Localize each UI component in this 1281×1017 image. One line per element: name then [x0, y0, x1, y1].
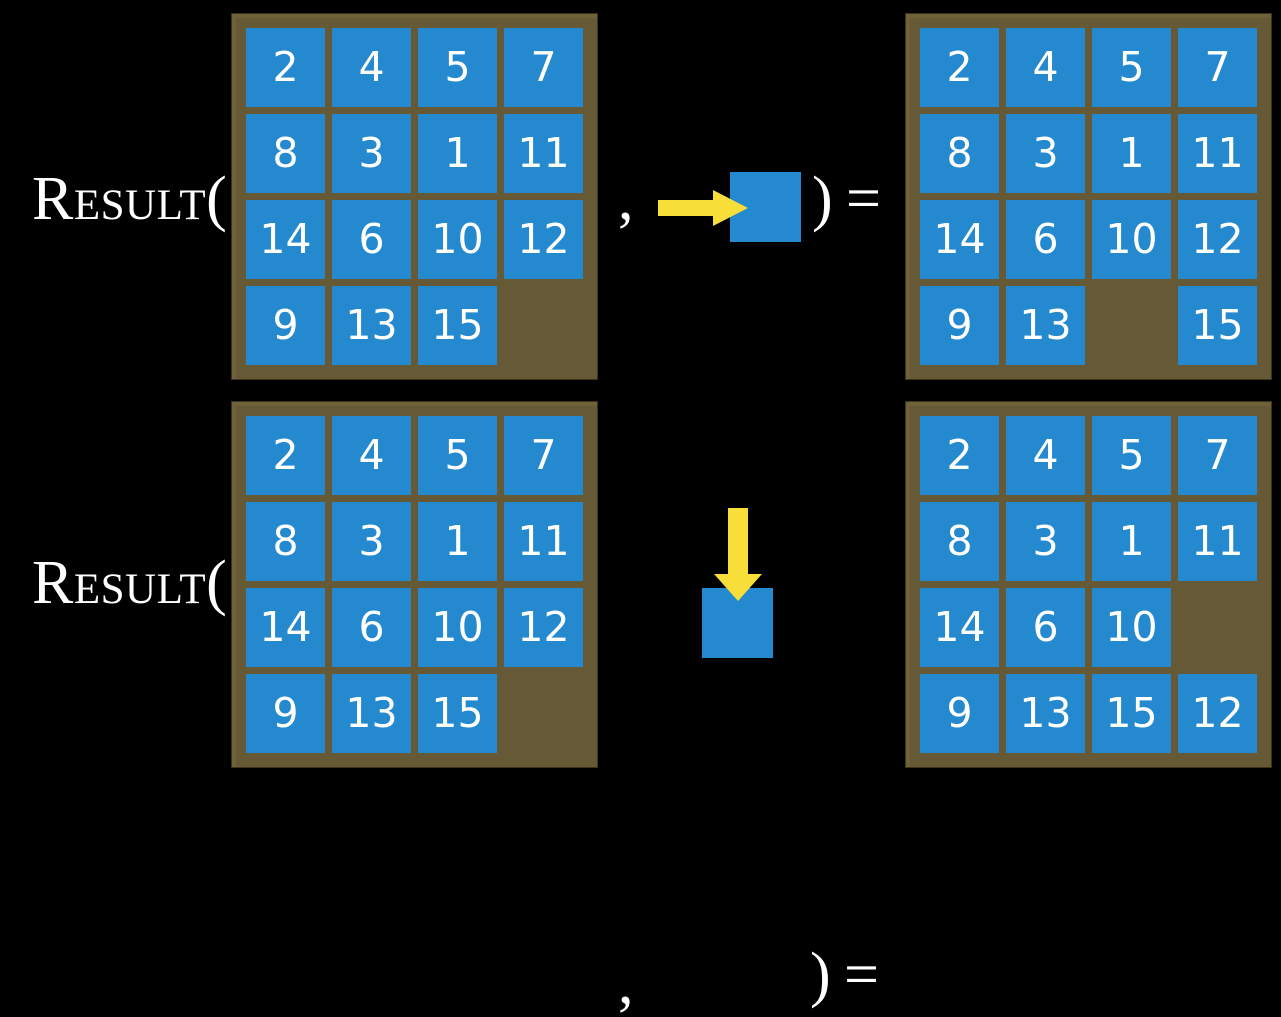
tile[interactable]: 4 [332, 416, 411, 495]
tile[interactable]: 10 [1092, 588, 1171, 667]
tile[interactable]: 6 [1006, 588, 1085, 667]
puzzle-grid: 2 4 5 7 8 3 1 11 14 6 10 12 9 13 15 [246, 416, 583, 753]
result-label: Result( [32, 549, 228, 617]
tile[interactable]: 6 [332, 588, 411, 667]
tile[interactable]: 12 [504, 200, 583, 279]
empty-slot [1092, 286, 1171, 365]
tile[interactable]: 6 [332, 200, 411, 279]
tile[interactable]: 13 [332, 286, 411, 365]
result-label: Result( [32, 165, 228, 233]
empty-slot [504, 674, 583, 753]
tile[interactable]: 5 [1092, 28, 1171, 107]
tile[interactable]: 1 [1092, 114, 1171, 193]
tile[interactable]: 7 [504, 28, 583, 107]
equals-sign: = [844, 941, 879, 1009]
empty-slot [1178, 588, 1257, 667]
tile[interactable]: 2 [920, 28, 999, 107]
tile[interactable]: 2 [246, 416, 325, 495]
equation-row-right-move: Result( 2 4 5 7 8 3 1 11 14 6 10 12 9 13… [0, 0, 1281, 392]
arrow-down-icon [714, 508, 762, 601]
comma-separator: , [618, 949, 634, 1017]
tile[interactable]: 7 [1178, 416, 1257, 495]
tile[interactable]: 4 [1006, 416, 1085, 495]
tile[interactable]: 9 [246, 674, 325, 753]
comma-separator: , [618, 165, 634, 233]
puzzle-grid: 2 4 5 7 8 3 1 11 14 6 10 12 9 13 15 [920, 28, 1257, 365]
tile[interactable]: 14 [246, 588, 325, 667]
action-move-right [650, 166, 810, 248]
tile[interactable]: 4 [1006, 28, 1085, 107]
output-board: 2 4 5 7 8 3 1 11 14 6 10 9 13 15 12 [906, 402, 1271, 767]
tile[interactable]: 8 [920, 502, 999, 581]
tile[interactable]: 15 [1178, 286, 1257, 365]
output-board: 2 4 5 7 8 3 1 11 14 6 10 12 9 13 15 [906, 14, 1271, 379]
tile[interactable]: 9 [920, 674, 999, 753]
puzzle-grid: 2 4 5 7 8 3 1 11 14 6 10 12 9 13 15 [246, 28, 583, 365]
tile[interactable]: 12 [1178, 200, 1257, 279]
tile[interactable]: 11 [1178, 502, 1257, 581]
tile[interactable]: 12 [504, 588, 583, 667]
tile[interactable]: 10 [418, 588, 497, 667]
puzzle-grid: 2 4 5 7 8 3 1 11 14 6 10 9 13 15 12 [920, 416, 1257, 753]
tile[interactable]: 13 [332, 674, 411, 753]
tile[interactable]: 11 [504, 114, 583, 193]
tile[interactable]: 9 [920, 286, 999, 365]
tile[interactable]: 15 [1092, 674, 1171, 753]
tile[interactable]: 14 [246, 200, 325, 279]
tile[interactable]: 5 [418, 416, 497, 495]
tile[interactable]: 8 [920, 114, 999, 193]
tile[interactable]: 1 [1092, 502, 1171, 581]
empty-slot [504, 286, 583, 365]
tile[interactable]: 12 [1178, 674, 1257, 753]
equation-row-down-move: Result( 2 4 5 7 8 3 1 11 14 6 10 12 9 13… [0, 392, 1281, 1014]
tile[interactable]: 10 [418, 200, 497, 279]
tile[interactable]: 6 [1006, 200, 1085, 279]
tile[interactable]: 7 [504, 416, 583, 495]
tile[interactable]: 10 [1092, 200, 1171, 279]
action-move-down [690, 508, 790, 660]
tile[interactable]: 14 [920, 200, 999, 279]
equals-sign: = [846, 165, 881, 233]
tile[interactable]: 11 [504, 502, 583, 581]
input-board: 2 4 5 7 8 3 1 11 14 6 10 12 9 13 15 [232, 402, 597, 767]
tile[interactable]: 4 [332, 28, 411, 107]
tile[interactable]: 15 [418, 286, 497, 365]
tile[interactable]: 15 [418, 674, 497, 753]
tile[interactable]: 7 [1178, 28, 1257, 107]
tile[interactable]: 8 [246, 114, 325, 193]
tile[interactable]: 3 [332, 114, 411, 193]
close-paren: ) [812, 165, 833, 233]
tile[interactable]: 13 [1006, 674, 1085, 753]
arrow-right-icon [658, 190, 748, 226]
tile[interactable]: 3 [1006, 114, 1085, 193]
tile[interactable]: 3 [1006, 502, 1085, 581]
close-paren: ) [810, 941, 831, 1009]
tile[interactable]: 5 [418, 28, 497, 107]
tile[interactable]: 3 [332, 502, 411, 581]
tile[interactable]: 13 [1006, 286, 1085, 365]
tile[interactable]: 14 [920, 588, 999, 667]
tile[interactable]: 1 [418, 502, 497, 581]
input-board: 2 4 5 7 8 3 1 11 14 6 10 12 9 13 15 [232, 14, 597, 379]
tile[interactable]: 5 [1092, 416, 1171, 495]
tile[interactable]: 2 [246, 28, 325, 107]
tile[interactable]: 8 [246, 502, 325, 581]
tile[interactable]: 11 [1178, 114, 1257, 193]
tile[interactable]: 9 [246, 286, 325, 365]
tile[interactable]: 2 [920, 416, 999, 495]
tile[interactable]: 1 [418, 114, 497, 193]
